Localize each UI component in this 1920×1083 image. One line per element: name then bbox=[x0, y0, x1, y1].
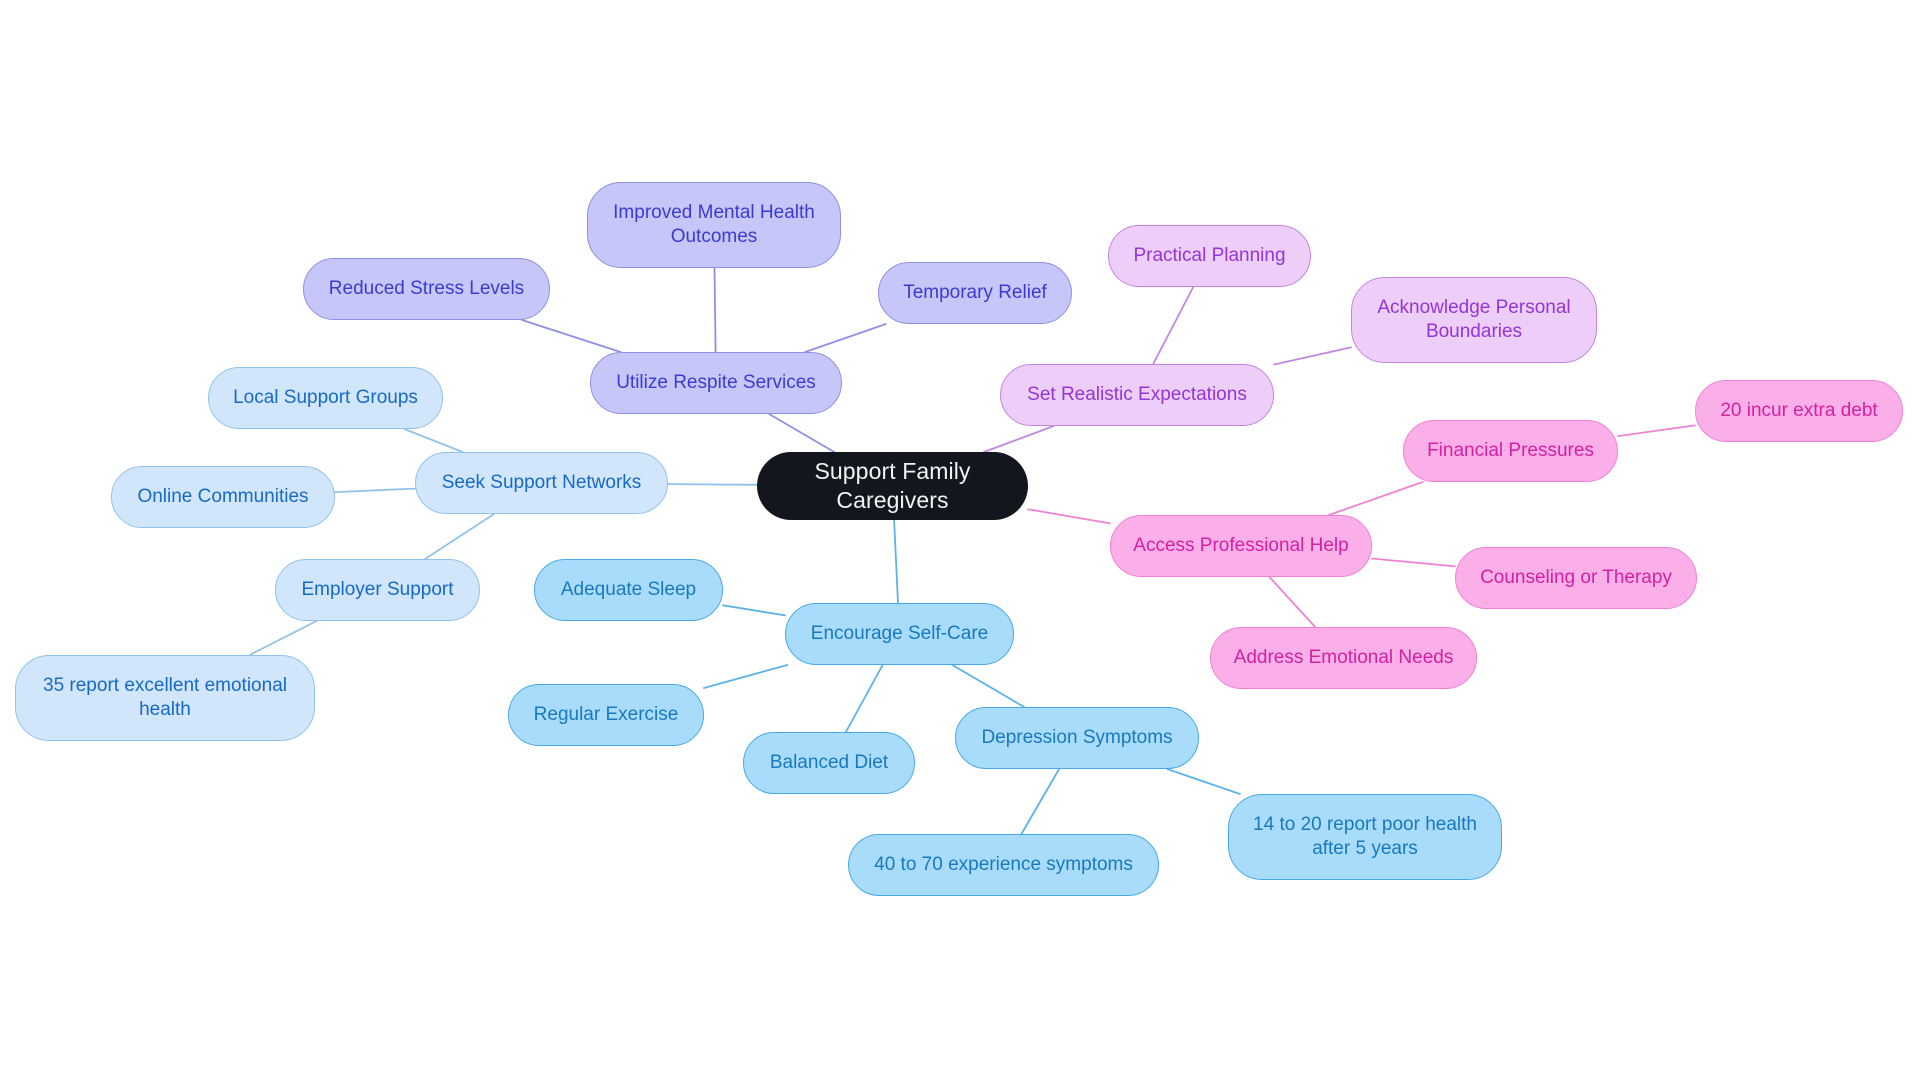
mindmap-node-emotional-needs[interactable]: Address Emotional Needs bbox=[1210, 627, 1477, 689]
mindmap-node-label: Utilize Respite Services bbox=[616, 372, 816, 394]
mindmap-node-label: 40 to 70 experience symptoms bbox=[874, 854, 1133, 876]
mindmap-node-label: Address Emotional Needs bbox=[1233, 647, 1454, 669]
mindmap-node-root[interactable]: Support Family Caregivers bbox=[757, 452, 1028, 520]
mindmap-node-label: Acknowledge Personal Boundaries bbox=[1377, 297, 1571, 342]
mindmap-node-mental-health[interactable]: Improved Mental Health Outcomes bbox=[587, 182, 841, 268]
mindmap-node-label: Regular Exercise bbox=[533, 704, 679, 726]
mindmap-node-practical-planning[interactable]: Practical Planning bbox=[1108, 225, 1311, 287]
edge-root-to-self-care bbox=[893, 519, 899, 604]
mindmap-node-temporary-relief[interactable]: Temporary Relief bbox=[878, 262, 1072, 324]
mindmap-node-self-care[interactable]: Encourage Self-Care bbox=[785, 603, 1014, 665]
mindmap-node-extra-debt[interactable]: 20 incur extra debt bbox=[1695, 380, 1903, 442]
edge-support-networks-to-online-communities bbox=[334, 487, 416, 494]
mindmap-node-employer-support[interactable]: Employer Support bbox=[275, 559, 480, 621]
mindmap-node-label: Access Professional Help bbox=[1133, 535, 1349, 557]
mindmap-node-respite[interactable]: Utilize Respite Services bbox=[590, 352, 842, 414]
edge-respite-to-reduced-stress bbox=[521, 319, 622, 353]
mindmap-node-poor-health[interactable]: 14 to 20 report poor health after 5 year… bbox=[1228, 794, 1502, 880]
mindmap-node-label: Encourage Self-Care bbox=[810, 623, 989, 645]
edge-self-care-to-regular-exercise bbox=[703, 664, 789, 689]
mindmap-node-label: Set Realistic Expectations bbox=[1027, 384, 1247, 406]
mindmap-node-label: Counseling or Therapy bbox=[1480, 567, 1672, 589]
mindmap-node-financial-pressures[interactable]: Financial Pressures bbox=[1403, 420, 1618, 482]
mindmap-node-balanced-diet[interactable]: Balanced Diet bbox=[743, 732, 915, 794]
edge-root-to-support-networks bbox=[667, 483, 758, 486]
mindmap-node-label: Local Support Groups bbox=[233, 387, 418, 409]
mindmap-node-reduced-stress[interactable]: Reduced Stress Levels bbox=[303, 258, 550, 320]
mindmap-node-expectations[interactable]: Set Realistic Expectations bbox=[1000, 364, 1274, 426]
mindmap-node-label: Practical Planning bbox=[1133, 245, 1286, 267]
edge-self-care-to-adequate-sleep bbox=[722, 604, 786, 617]
edge-self-care-to-depression bbox=[951, 664, 1025, 708]
edge-expectations-to-boundaries bbox=[1273, 346, 1352, 366]
mindmap-node-label: Depression Symptoms bbox=[981, 727, 1173, 749]
mindmap-node-boundaries[interactable]: Acknowledge Personal Boundaries bbox=[1351, 277, 1597, 363]
edge-self-care-to-balanced-diet bbox=[845, 664, 884, 733]
mindmap-node-depression[interactable]: Depression Symptoms bbox=[955, 707, 1199, 769]
mindmap-node-counseling[interactable]: Counseling or Therapy bbox=[1455, 547, 1697, 609]
edge-root-to-professional-help bbox=[1027, 508, 1111, 525]
mindmap-node-label: Support Family Caregivers bbox=[814, 458, 971, 513]
edge-support-networks-to-local-groups bbox=[403, 428, 464, 453]
edge-depression-to-experience-symptoms bbox=[1020, 768, 1060, 835]
mindmap-node-experience-symptoms[interactable]: 40 to 70 experience symptoms bbox=[848, 834, 1159, 896]
mindmap-node-label: Financial Pressures bbox=[1427, 440, 1594, 462]
edge-professional-help-to-financial-pressures bbox=[1328, 481, 1424, 516]
mindmap-node-label: Adequate Sleep bbox=[560, 579, 697, 601]
edge-financial-pressures-to-extra-debt bbox=[1617, 424, 1696, 438]
edge-expectations-to-practical-planning bbox=[1152, 286, 1195, 365]
mindmap-node-label: Improved Mental Health Outcomes bbox=[613, 202, 815, 247]
mindmap-node-label: Temporary Relief bbox=[903, 282, 1047, 304]
edge-root-to-expectations bbox=[983, 425, 1055, 453]
mindmap-node-excellent-health[interactable]: 35 report excellent emotional health bbox=[15, 655, 315, 741]
mindmap-node-label: 20 incur extra debt bbox=[1720, 400, 1878, 422]
edge-professional-help-to-emotional-needs bbox=[1268, 576, 1316, 628]
mindmap-node-local-groups[interactable]: Local Support Groups bbox=[208, 367, 443, 429]
edge-employer-support-to-excellent-health bbox=[248, 620, 318, 656]
mindmap-node-label: Employer Support bbox=[301, 579, 454, 601]
mindmap-node-regular-exercise[interactable]: Regular Exercise bbox=[508, 684, 704, 746]
edge-support-networks-to-employer-support bbox=[424, 513, 495, 560]
mindmap-node-support-networks[interactable]: Seek Support Networks bbox=[415, 452, 668, 514]
mindmap-node-label: Seek Support Networks bbox=[441, 472, 642, 494]
mindmap-node-professional-help[interactable]: Access Professional Help bbox=[1110, 515, 1372, 577]
mindmap-node-label: Balanced Diet bbox=[769, 752, 889, 774]
edge-respite-to-temporary-relief bbox=[804, 323, 887, 353]
mindmap-node-label: Reduced Stress Levels bbox=[328, 278, 525, 300]
mindmap-node-online-communities[interactable]: Online Communities bbox=[111, 466, 335, 528]
mindmap-node-label: Online Communities bbox=[137, 486, 309, 508]
edge-respite-to-mental-health bbox=[713, 267, 717, 353]
mindmap-node-adequate-sleep[interactable]: Adequate Sleep bbox=[534, 559, 723, 621]
edge-depression-to-poor-health bbox=[1166, 768, 1241, 795]
edge-root-to-respite bbox=[768, 413, 836, 453]
mindmap-node-label: 14 to 20 report poor health after 5 year… bbox=[1253, 814, 1477, 859]
edge-professional-help-to-counseling bbox=[1371, 557, 1456, 568]
mindmap-node-label: 35 report excellent emotional health bbox=[43, 675, 287, 720]
